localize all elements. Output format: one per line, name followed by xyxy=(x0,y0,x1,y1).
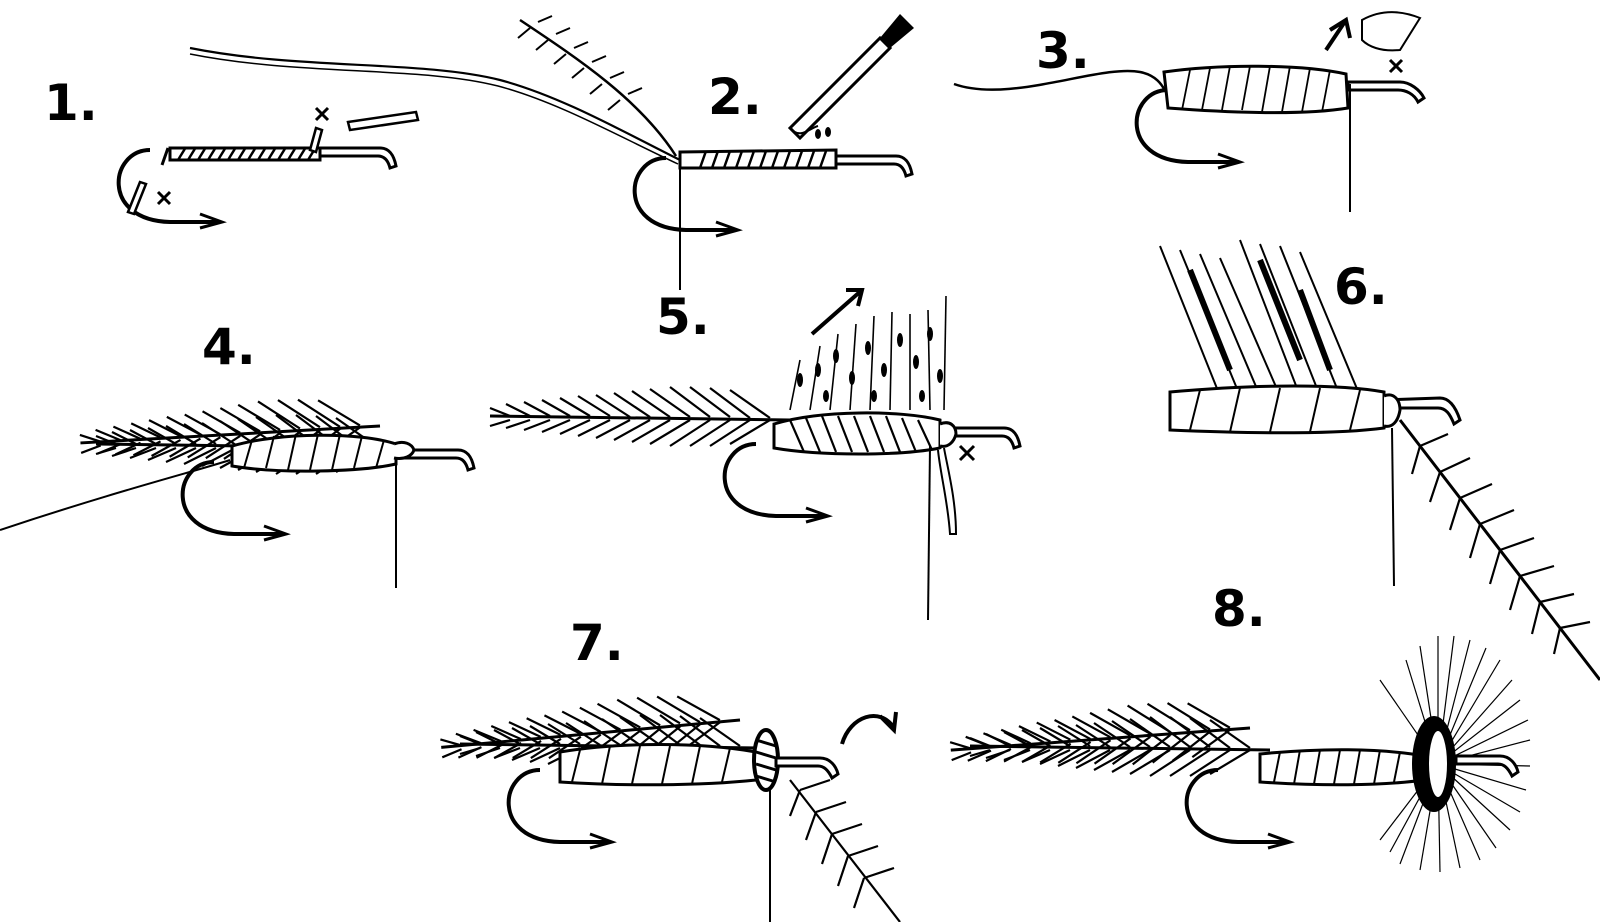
hackle-feather-icon xyxy=(1400,420,1600,680)
step-8-drawing xyxy=(948,636,1530,872)
step-3-drawing xyxy=(954,12,1424,212)
step-5-drawing xyxy=(490,290,1020,620)
step-6-drawing xyxy=(1160,240,1600,680)
step-4-drawing xyxy=(0,393,474,588)
step-7-drawing xyxy=(438,687,900,922)
step-1-drawing xyxy=(119,108,418,228)
glue-brush-icon xyxy=(790,14,914,139)
